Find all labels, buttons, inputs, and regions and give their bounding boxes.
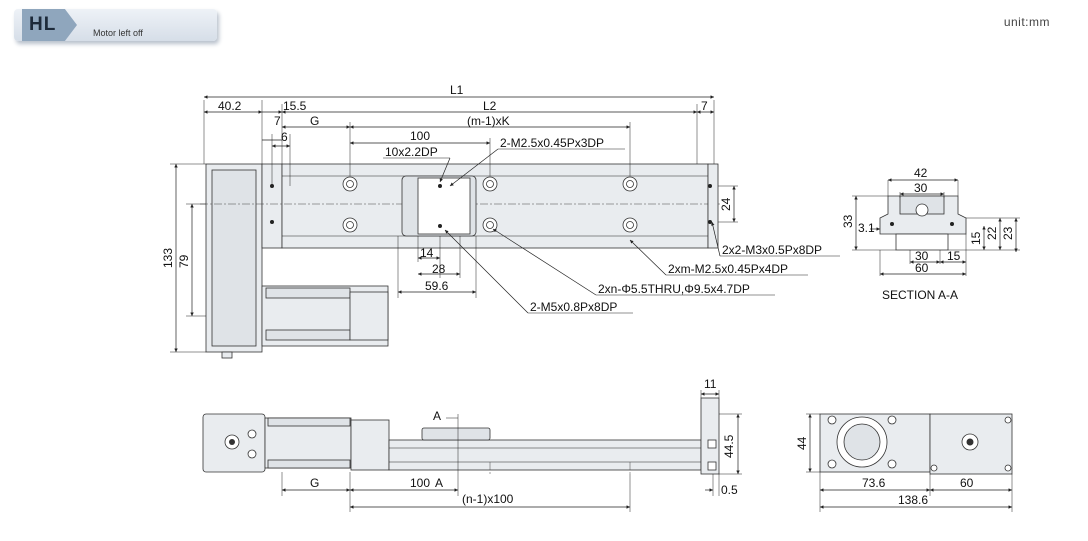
sec-dim-60: 60 — [915, 261, 929, 275]
sec-dim-3-1: 3.1 — [858, 221, 875, 235]
motor-flange — [349, 291, 389, 341]
dim-24: 24 — [719, 197, 733, 211]
sec-dim-42: 42 — [914, 166, 928, 180]
end-dim-138-6: 138.6 — [898, 493, 928, 507]
motor-cover — [211, 169, 257, 347]
side-slider — [421, 427, 491, 441]
side-dim-44-5: 44.5 — [722, 434, 736, 458]
side-dim-11: 11 — [704, 377, 717, 391]
dim-14: 14 — [420, 246, 434, 260]
dim-mK: (m-1)xK — [467, 114, 510, 128]
dim-6: 6 — [281, 130, 288, 144]
end-dim-73-6: 73.6 — [862, 476, 886, 490]
section-bore — [915, 203, 929, 217]
motor-foot — [221, 351, 233, 359]
model-description: Motor left off — [93, 28, 143, 38]
sec-dim-22: 22 — [985, 226, 999, 240]
dim-40-2: 40.2 — [218, 99, 242, 113]
dim-100-top: 100 — [410, 129, 430, 143]
sec-dim-23: 23 — [1001, 226, 1015, 240]
section-a-a: 42 30 33 3.1 15 22 23 30 15 60 SECTION A… — [841, 166, 1020, 302]
actuator-rail — [281, 163, 709, 249]
top-view: L1 40.2 15.5 L2 7 7 G (m-1)xK 6 100 10x2… — [161, 83, 840, 359]
callout-2xn-thru: 2xn-Φ5.5THRU,Φ9.5x4.7DP — [598, 282, 750, 296]
sec-dim-15-bottom: 15 — [947, 249, 961, 263]
dim-15-5: 15.5 — [283, 99, 307, 113]
tap-10x2-2DP: 10x2.2DP — [385, 145, 438, 159]
slider-top-plate — [417, 177, 471, 235]
side-end-plate — [700, 397, 720, 475]
dim-133: 133 — [161, 248, 175, 268]
unit-label: unit:mm — [1003, 15, 1050, 29]
sec-dim-30-top: 30 — [914, 181, 928, 195]
dim-28: 28 — [432, 262, 446, 276]
model-code-tag — [22, 9, 77, 41]
end-cap-right — [707, 163, 719, 249]
dim-7-left: 7 — [274, 114, 281, 128]
mounting-holes — [270, 176, 712, 233]
callout-2x2-M3: 2x2-M3x0.5Px8DP — [722, 243, 822, 257]
section-marker-A-top: A — [433, 409, 441, 423]
section-base — [895, 233, 949, 251]
end-view: 44 73.6 60 138.6 — [795, 413, 1013, 512]
section-marker-A-bottom: A — [435, 476, 443, 490]
section-title: SECTION A-A — [882, 288, 958, 302]
dim-G-top: G — [310, 114, 319, 128]
dim-7-right: 7 — [701, 99, 708, 113]
dim-79: 79 — [177, 254, 191, 268]
motor-rib-top — [265, 287, 351, 299]
side-motor-flange — [350, 419, 390, 471]
tap-M2-5-3DP: 2-M2.5x0.45Px3DP — [500, 136, 604, 150]
model-code: HL — [29, 14, 57, 35]
sec-dim-15-right: 15 — [969, 231, 983, 245]
sec-dim-33: 33 — [841, 214, 855, 228]
side-motor-rib-bottom — [267, 459, 351, 469]
side-rail — [388, 439, 702, 471]
sec-dim-30-bottom: 30 — [915, 249, 929, 263]
end-dim-44: 44 — [795, 436, 809, 450]
side-view: 11 A 44.5 0.5 G 100 A (n-1)x100 — [202, 377, 742, 512]
side-dim-n-100: (n-1)x100 — [462, 492, 514, 506]
side-dim-100: 100 — [410, 476, 430, 490]
dim-L2: L2 — [483, 99, 497, 113]
side-dim-0-5: 0.5 — [721, 483, 738, 497]
side-dim-G: G — [310, 476, 319, 490]
motor-rib-bottom — [265, 329, 351, 341]
dim-59-6: 59.6 — [425, 279, 449, 293]
dim-L1: L1 — [450, 83, 464, 97]
side-motor-rib-top — [267, 417, 351, 427]
callout-2xm-M2-5: 2xm-M2.5x0.45Px4DP — [668, 262, 788, 276]
end-dim-60: 60 — [960, 476, 974, 490]
model-badge: HL Motor left off — [14, 9, 219, 43]
callout-2-M5: 2-M5x0.8Px8DP — [530, 300, 617, 314]
